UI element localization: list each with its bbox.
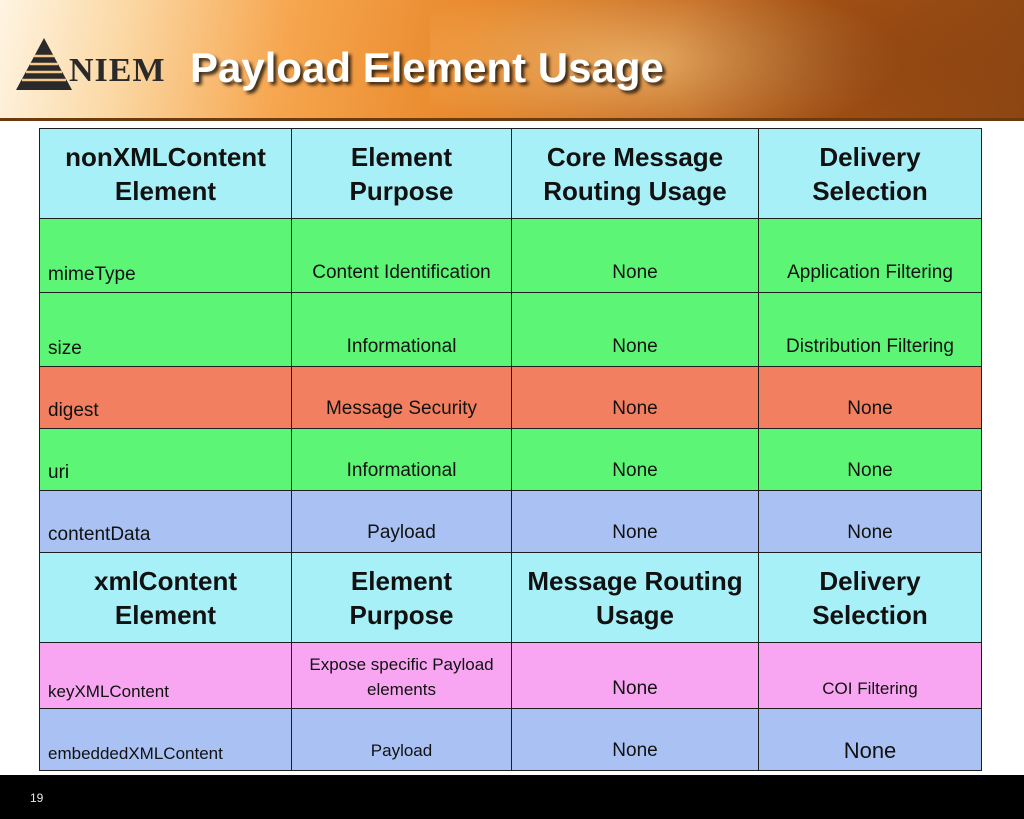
table-row: keyXMLContent Expose specific Payload el…	[39, 642, 982, 709]
table-cell: Informational	[291, 428, 512, 491]
table-cell: Message Security	[291, 366, 512, 429]
table-cell: size	[39, 292, 292, 367]
table-cell: None	[511, 428, 759, 491]
table-cell: None	[758, 708, 982, 771]
header-cell: Element Purpose	[291, 128, 512, 219]
slide-footer: 19	[0, 775, 1024, 819]
header-cell: Message Routing Usage	[511, 552, 759, 643]
table-cell: None	[758, 428, 982, 491]
table-cell: uri	[39, 428, 292, 491]
table-cell: Payload	[291, 708, 512, 771]
table-row: digest Message Security None None	[39, 366, 982, 429]
page-number: 19	[30, 791, 44, 805]
table-cell: digest	[39, 366, 292, 429]
table-cell: None	[511, 218, 759, 293]
table-cell: None	[511, 366, 759, 429]
header-highlight	[430, 0, 950, 118]
payload-usage-table: nonXMLContent Element Element Purpose Co…	[39, 128, 982, 771]
table-header-row: xmlContent Element Element Purpose Messa…	[39, 552, 982, 643]
header-cell: Core Message Routing Usage	[511, 128, 759, 219]
table-cell: contentData	[39, 490, 292, 553]
table-cell: Distribution Filtering	[758, 292, 982, 367]
table-cell: keyXMLContent	[39, 642, 292, 709]
table-cell: None	[511, 490, 759, 553]
table-row: size Informational None Distribution Fil…	[39, 292, 982, 367]
header-divider	[0, 118, 1024, 121]
niem-logo: NIEM	[14, 36, 166, 94]
table-row: mimeType Content Identification None App…	[39, 218, 982, 293]
table-cell: embeddedXMLContent	[39, 708, 292, 771]
table-row: uri Informational None None	[39, 428, 982, 491]
table-row: contentData Payload None None	[39, 490, 982, 553]
table-cell: Expose specific Payload elements	[291, 642, 512, 709]
table-cell: Content Identification	[291, 218, 512, 293]
table-cell: None	[758, 366, 982, 429]
niem-pyramid-icon	[16, 38, 72, 90]
table-cell: Informational	[291, 292, 512, 367]
logo-text: NIEM	[69, 52, 166, 89]
table-cell: Application Filtering	[758, 218, 982, 293]
header-cell: nonXMLContent Element	[39, 128, 292, 219]
table-cell: None	[511, 292, 759, 367]
header-cell: Delivery Selection	[758, 552, 982, 643]
header-cell: xmlContent Element	[39, 552, 292, 643]
header-shadow	[650, 0, 1024, 118]
header-cell: Delivery Selection	[758, 128, 982, 219]
table-cell: COI Filtering	[758, 642, 982, 709]
slide-header-banner	[0, 0, 1024, 118]
table-cell: None	[758, 490, 982, 553]
table-cell: None	[511, 708, 759, 771]
table-row: embeddedXMLContent Payload None None	[39, 708, 982, 771]
table-header-row: nonXMLContent Element Element Purpose Co…	[39, 128, 982, 219]
table-cell: mimeType	[39, 218, 292, 293]
table-cell: Payload	[291, 490, 512, 553]
slide-title: Payload Element Usage	[190, 44, 664, 91]
table-cell: None	[511, 642, 759, 709]
header-cell: Element Purpose	[291, 552, 512, 643]
